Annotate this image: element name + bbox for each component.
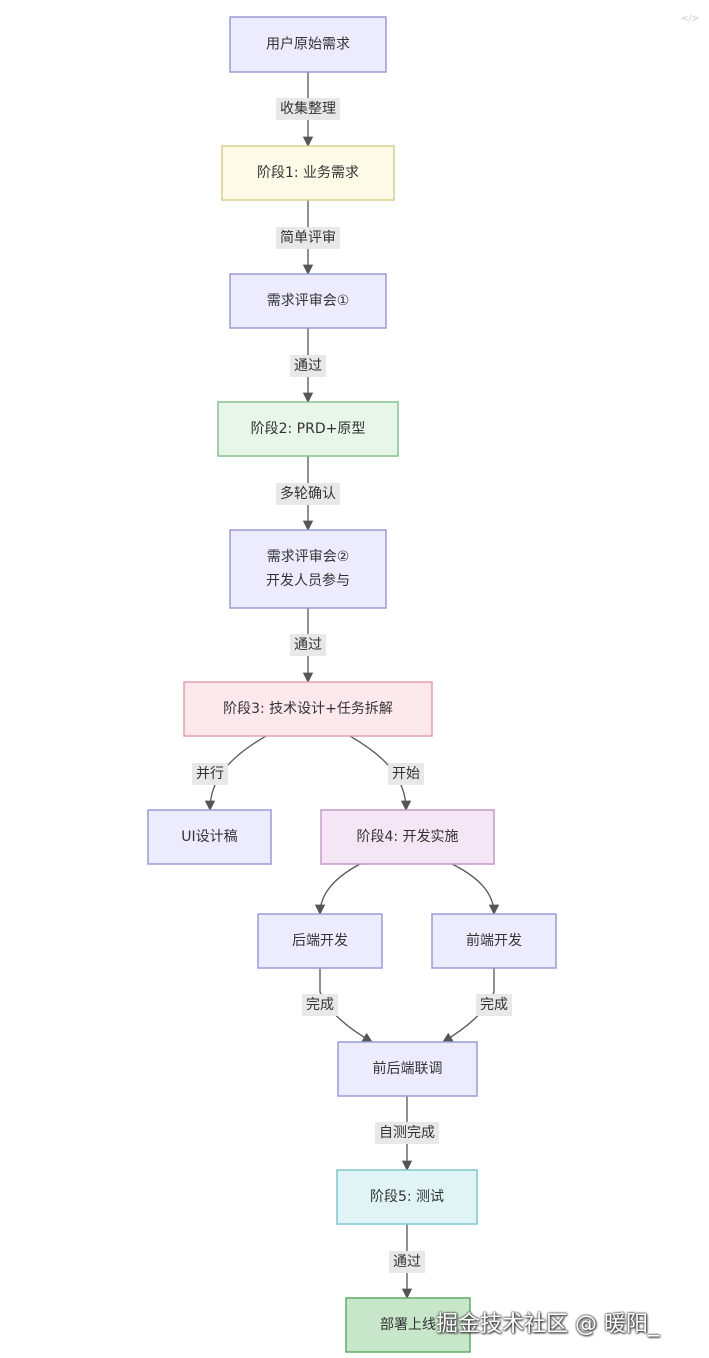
edge-label-background [276,98,340,120]
edge-label-background [389,1251,425,1273]
node-box [229,16,387,73]
edge-arrow [442,968,495,1043]
node-label: 阶段2: PRD+原型 [251,421,366,437]
edge-label: 多轮确认 [280,485,336,502]
node-n6: 阶段3: 技术设计+任务拆解 [183,681,433,737]
node-box [147,809,272,865]
edge-label-background [302,994,338,1016]
edge-arrow [314,863,361,916]
edge-label: 自测完成 [379,1125,435,1141]
edge-label: 完成 [306,997,334,1013]
edge-n8-n10 [451,863,500,916]
node-box [229,273,387,329]
edge-n10-n11: 完成 [442,968,512,1043]
node-label: 阶段3: 技术设计+任务拆解 [223,701,393,717]
node-label: 阶段5: 测试 [370,1189,444,1205]
edge-n1-n2: 收集整理 [276,72,340,148]
edge-n11-n12: 自测完成 [375,1096,439,1172]
edge-n8-n9 [314,863,361,916]
edge-n9-n11: 完成 [302,968,373,1043]
node-label: 需求评审会① [267,293,350,309]
node-box [221,145,395,201]
edge-arrow [319,968,373,1043]
node-box [345,1297,471,1353]
node-n9: 后端开发 [257,913,383,969]
node-n8: 阶段4: 开发实施 [320,809,495,865]
edge-n5-n6: 通过 [290,608,326,684]
edge-label-background [290,634,326,656]
node-n5: 需求评审会② 开发人员参与 [229,529,387,609]
node-n7: UI设计稿 [147,809,272,865]
edge-n6-n8: 开始 [349,735,424,812]
node-box [229,529,387,609]
node-label: UI设计稿 [181,829,237,845]
edge-label-background [192,763,228,785]
edge-label-background [276,483,340,505]
edge-arrow [451,863,500,916]
node-n12: 阶段5: 测试 [336,1169,478,1225]
node-n2: 阶段1: 业务需求 [221,145,395,201]
edge-label: 开始 [392,766,420,782]
edge-label: 通过 [393,1254,421,1270]
node-n13: 部署上线 [345,1297,471,1353]
node-box [320,809,495,865]
edge-label: 收集整理 [280,100,336,117]
edge-n2-n3: 简单评审 [276,200,340,276]
watermark: 掘金技术社区 @ 暖阳_ [436,1312,659,1337]
node-label: 阶段1: 业务需求 [257,165,359,181]
node-n10: 前端开发 [431,913,557,969]
node-label: 需求评审会② [267,549,350,565]
edge-label: 通过 [294,358,322,374]
node-box [337,1041,478,1097]
edge-label-background [476,994,512,1016]
node-box [336,1169,478,1225]
corner-code-mark: </> [681,14,699,24]
edge-n3-n4: 通过 [290,328,326,404]
node-box [183,681,433,737]
node-label: 前端开发 [466,932,522,949]
edge-n6-n7: 并行 [192,735,267,812]
node-n1: 用户原始需求 [229,16,387,73]
node-n11: 前后端联调 [337,1041,478,1097]
node-box [257,913,383,969]
node-label: 部署上线 [380,1317,436,1333]
edges-layer: 收集整理简单评审通过多轮确认通过并行开始完成完成自测完成通过 [192,72,512,1300]
node-box [217,401,399,457]
node-box [431,913,557,969]
node-n4: 阶段2: PRD+原型 [217,401,399,457]
node-label: 前后端联调 [373,1060,443,1077]
node-n3: 需求评审会① [229,273,387,329]
edge-label: 完成 [480,997,508,1013]
edge-label-background [276,227,340,249]
edge-label-background [290,355,326,377]
edge-label: 通过 [294,637,322,653]
edge-label-background [388,763,424,785]
node-label: 开发人员参与 [266,572,350,589]
edge-label-background [375,1122,439,1144]
edge-n12-n13: 通过 [389,1224,425,1300]
edge-label: 并行 [196,766,224,782]
edge-label: 简单评审 [280,229,336,246]
node-label: 阶段4: 开发实施 [356,829,458,845]
edge-n4-n5: 多轮确认 [276,456,340,532]
node-label: 用户原始需求 [266,36,350,53]
node-label: 后端开发 [292,933,348,949]
